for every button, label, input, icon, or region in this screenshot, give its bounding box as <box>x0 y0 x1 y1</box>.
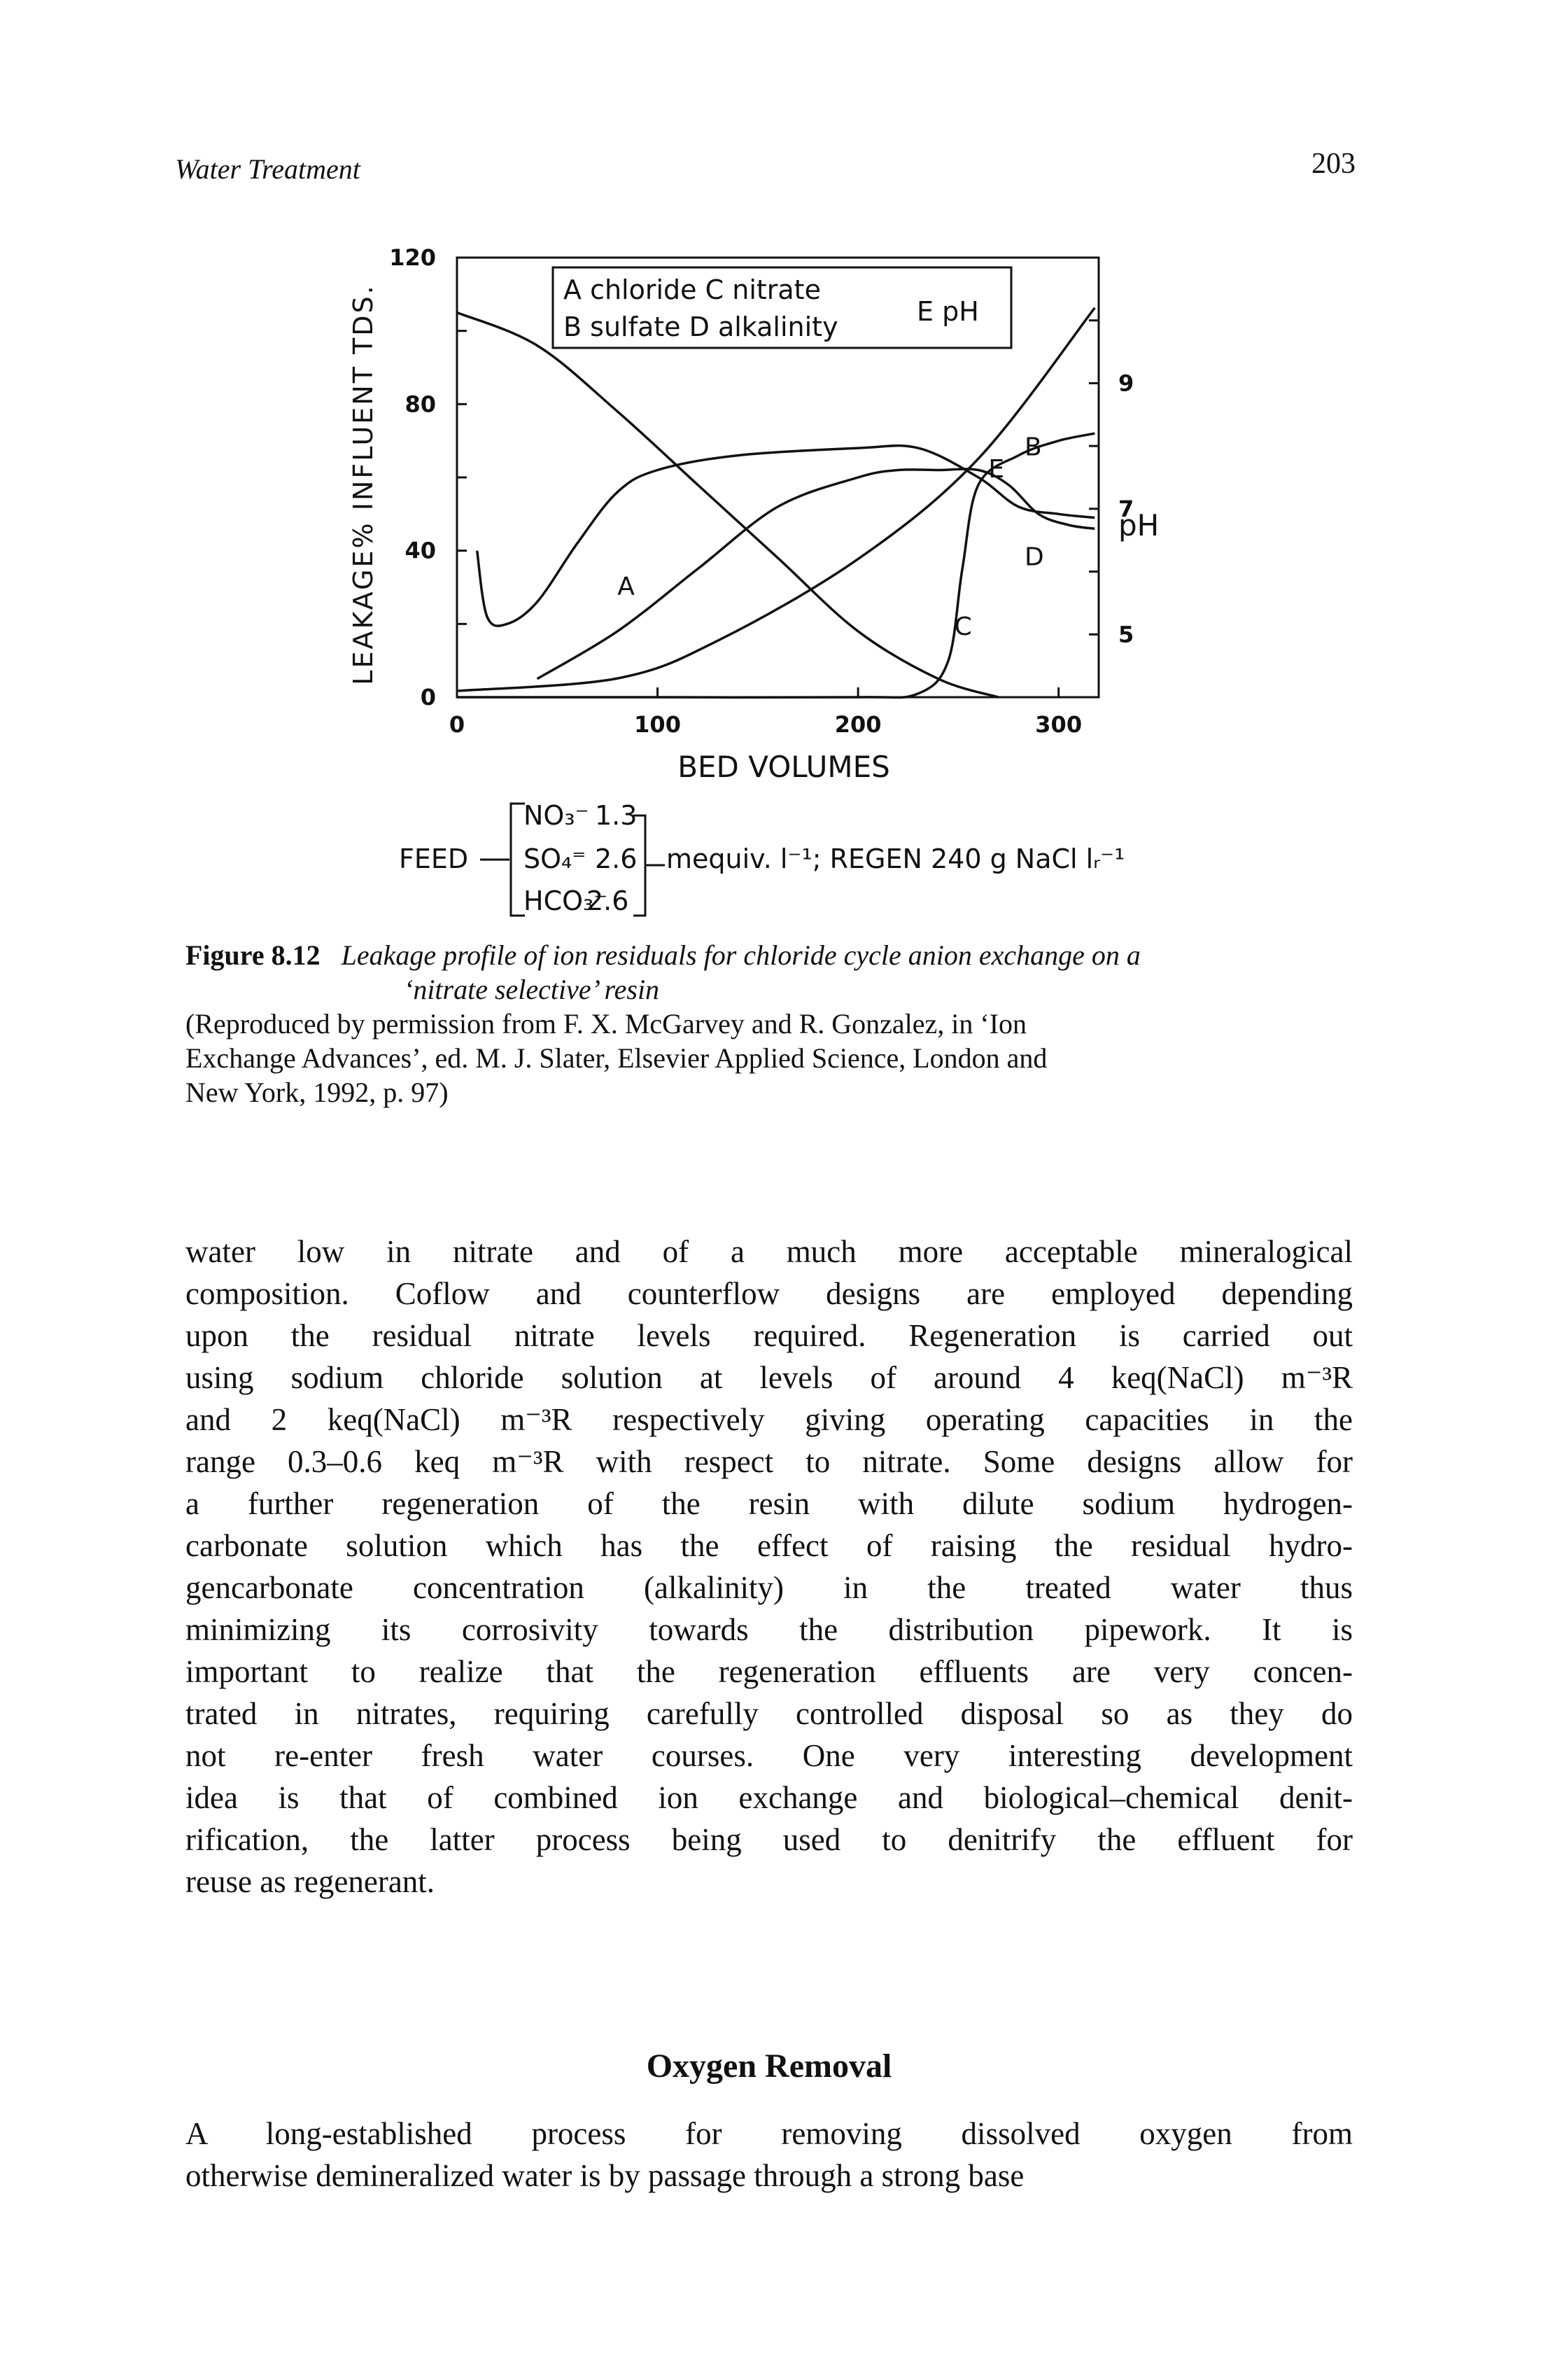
body-paragraph: water low in nitrate and of a much more … <box>185 1231 1353 1903</box>
curves <box>456 307 1096 699</box>
ph-tick-label: 9 <box>1118 370 1134 396</box>
x-tick-label: 100 <box>634 711 681 738</box>
curve-d-alkalinity <box>475 444 1095 627</box>
curve-labels: A B C D E <box>617 433 1043 641</box>
feed-annotation: FEED NO₃⁻ 1.3 SO₄⁼ 2.6 HCO₃⁻ 2.6 mequiv.… <box>399 800 1125 917</box>
running-head: Water Treatment <box>175 153 360 185</box>
body-text-line: trated in nitrates, requiring carefully … <box>185 1696 1353 1731</box>
body-text-line: water low in nitrate and of a much more … <box>185 1234 1353 1269</box>
figure-title-line-1: Leakage profile of ion residuals for chl… <box>341 939 1141 971</box>
curve-label-c: C <box>955 612 972 641</box>
feed-units: mequiv. l⁻¹; REGEN 240 g NaCl lᵣ⁻¹ <box>666 844 1125 874</box>
y-axis-title: LEAKAGE% INFLUENT TDS. <box>348 284 379 685</box>
legend-box <box>551 266 1013 349</box>
section-paragraph: A long-established process for removing … <box>185 2113 1353 2197</box>
figure-credit-line-3: New York, 1992, p. 97) <box>185 1077 449 1108</box>
legend-e-ph: E pH <box>917 296 979 327</box>
body-text-line: idea is that of combined ion exchange an… <box>185 1780 1353 1815</box>
feed-hco3-value: 2.6 <box>586 886 628 916</box>
figure-caption: Figure 8.12 Leakage profile of ion resid… <box>185 938 1361 1110</box>
curve-label-d: D <box>1025 543 1044 572</box>
y-tick-label: 80 <box>404 391 436 417</box>
y-tick-label: 0 <box>421 684 436 710</box>
body-text-line: composition. Coflow and counterflow desi… <box>185 1276 1353 1311</box>
curve-c-nitrate <box>457 432 1095 699</box>
figure-title-line-2: ‘nitrate selective’ resin <box>404 974 660 1005</box>
feed-left-bracket <box>509 802 525 917</box>
body-text-line: gencarbonate concentration (alkalinity) … <box>185 1570 1353 1605</box>
ph-tick-label: 5 <box>1118 621 1134 648</box>
body-text-line: important to realize that the regenerati… <box>185 1654 1353 1689</box>
figure-credit-line-1: (Reproduced by permission from F. X. McG… <box>185 1008 1027 1040</box>
body-text-line: carbonate solution which has the effect … <box>185 1528 1353 1563</box>
right-axis-title: pH <box>1118 508 1159 542</box>
body-text-line: minimizing its corrosivity towards the d… <box>185 1612 1353 1647</box>
body-text-line: range 0.3–0.6 keq m⁻³R with respect to n… <box>185 1444 1353 1479</box>
page-number: 203 <box>1311 148 1356 180</box>
body-text-line: reuse as regenerant. <box>185 1864 435 1899</box>
figure-credit-line-2: Exchange Advances’, ed. M. J. Slater, El… <box>185 1042 1048 1074</box>
curve-label-a: A <box>617 572 635 601</box>
x-tick-label: 200 <box>835 711 882 738</box>
feed-so4-name: SO₄⁼ <box>523 844 586 874</box>
legend: A chloride C nitrate B sulfate D alkalin… <box>551 266 1013 349</box>
feed-no3-value: 1.3 <box>595 800 637 831</box>
body-text-line: rification, the latter process being use… <box>185 1822 1353 1857</box>
body-text-line: a further regeneration of the resin with… <box>185 1486 1353 1521</box>
x-tick-label: 0 <box>449 711 465 738</box>
x-axis-title: BED VOLUMES <box>677 750 890 784</box>
body-text-line: upon the residual nitrate levels require… <box>185 1318 1353 1353</box>
feed-no3-name: NO₃⁻ <box>523 800 589 831</box>
feed-so4-value: 2.6 <box>595 844 637 874</box>
axis-ticks: 0 100 200 300 0 40 80 120 5 7 9 <box>389 244 1134 738</box>
ph-tick-label: 7 <box>1118 496 1134 522</box>
curve-e-ph <box>456 307 1096 692</box>
curve-label-b: B <box>1025 433 1042 462</box>
curve-b-sulfate <box>536 468 1095 680</box>
y-tick-label: 120 <box>389 244 436 271</box>
section-text-line: A long-established process for removing … <box>185 2116 1353 2151</box>
feed-hco3-name: HCO₃⁻ <box>523 886 607 916</box>
section-heading: Oxygen Removal <box>646 2047 892 2085</box>
curve-label-e: E <box>988 455 1004 484</box>
figure-label: Figure 8.12 <box>185 939 321 971</box>
body-text-line: using sodium chloride solution at levels… <box>185 1360 1353 1395</box>
x-tick-label: 300 <box>1035 711 1082 738</box>
section-text-line: otherwise demineralized water is by pass… <box>185 2158 1025 2193</box>
feed-label: FEED <box>399 844 468 874</box>
leakage-profile-chart: 0 100 200 300 0 40 80 120 5 7 9 A B C D E A chloride C… <box>348 244 1159 917</box>
curve-a-chloride <box>456 311 999 699</box>
legend-row-1: A chloride C nitrate <box>563 274 821 305</box>
y-tick-label: 40 <box>404 538 436 564</box>
body-text-line: and 2 keq(NaCl) m⁻³R respectively giving… <box>185 1402 1353 1437</box>
body-text-line: not re-enter fresh water courses. One ve… <box>185 1738 1353 1773</box>
legend-row-2: B sulfate D alkalinity <box>563 312 838 342</box>
